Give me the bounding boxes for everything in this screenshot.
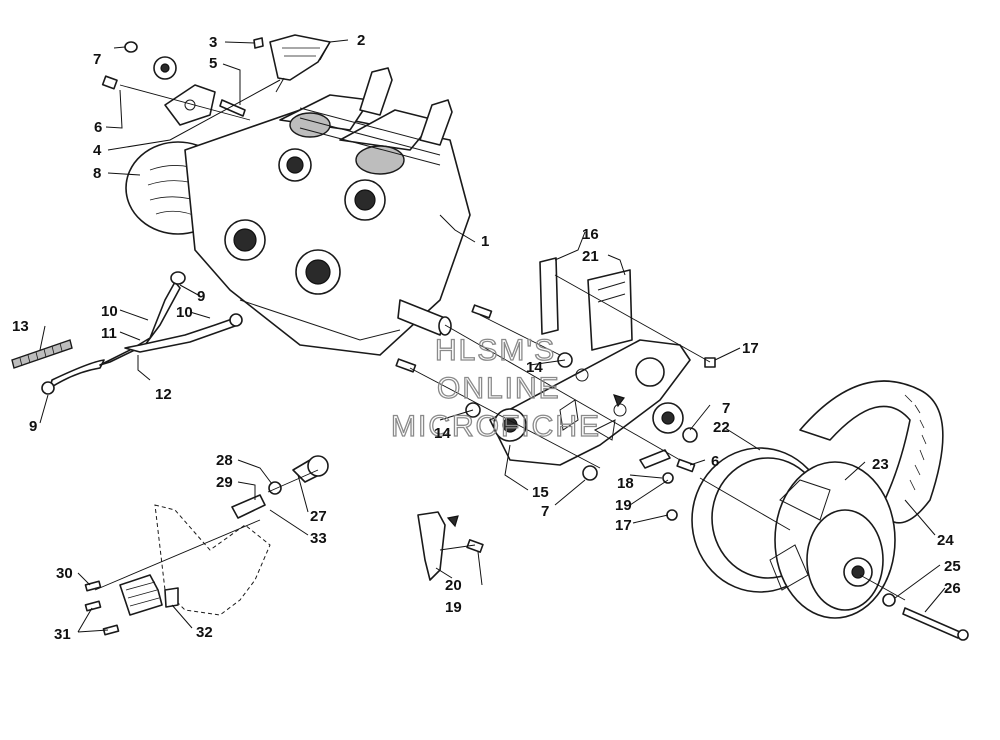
callout-7-right: 7 (722, 400, 730, 417)
callout-19-bottom: 19 (445, 599, 462, 616)
bushing-right[interactable] (652, 402, 684, 434)
callout-8: 8 (93, 165, 101, 182)
callout-16: 16 (582, 226, 599, 243)
regulator-part-32[interactable] (119, 574, 179, 616)
callout-33: 33 (310, 530, 327, 547)
rubber-mount-27[interactable] (292, 455, 329, 483)
callout-11: 11 (101, 325, 117, 342)
callout-21: 21 (582, 248, 599, 265)
callout-10-right: 10 (176, 304, 193, 321)
bracket-part-4[interactable] (164, 84, 216, 126)
screws-30-31[interactable] (84, 580, 120, 636)
callout-6-top: 6 (94, 119, 102, 136)
callout-26: 26 (944, 580, 961, 597)
callout-32: 32 (196, 624, 213, 641)
engine-block[interactable] (125, 94, 471, 356)
bolts-mount[interactable] (395, 304, 716, 521)
callout-1: 1 (481, 233, 489, 250)
callout-7-top: 7 (93, 51, 101, 68)
bushing-left[interactable] (493, 408, 527, 442)
callout-24: 24 (937, 532, 954, 549)
leader-lines (39, 39, 946, 633)
callout-12: 12 (155, 386, 172, 403)
callout-7-bottom: 7 (541, 503, 549, 520)
callout-5: 5 (209, 55, 217, 72)
sleeve-part-29[interactable] (231, 494, 266, 519)
callout-25: 25 (944, 558, 961, 575)
clutch-part-23[interactable] (769, 461, 896, 619)
bracket-part-20[interactable] (417, 511, 484, 581)
callout-2: 2 (357, 32, 365, 49)
watermark: HLSM'S ONLINE MICROFICHE (390, 333, 601, 443)
gear-part-7-top[interactable] (153, 56, 177, 80)
callout-18: 18 (617, 475, 634, 492)
callout-22: 22 (713, 419, 730, 436)
bolt-6-top[interactable] (101, 75, 118, 90)
guard-part-21[interactable] (587, 269, 633, 351)
callout-17-right: 17 (742, 340, 759, 357)
arrow-markers (446, 394, 625, 528)
bolt-part-26[interactable] (902, 607, 969, 641)
watermark-line2: ONLINE (437, 372, 561, 405)
spacer-part-28[interactable] (268, 481, 282, 495)
washer-part-25[interactable] (882, 593, 896, 607)
callout-3: 3 (209, 34, 217, 51)
callout-9-lower: 9 (29, 418, 37, 435)
assembly-axes (94, 84, 906, 601)
callout-9-upper: 9 (197, 288, 205, 305)
mount-plate-15[interactable] (489, 339, 691, 466)
watermark-line1: HLSM'S (435, 334, 556, 367)
callout-14-upper: 14 (526, 359, 543, 376)
bracket-part-16[interactable] (539, 257, 559, 335)
bolt-5[interactable] (219, 99, 246, 117)
callout-14-lower: 14 (434, 425, 451, 442)
watermark-line3: MICROFICHE (391, 410, 601, 443)
callout-23: 23 (872, 456, 889, 473)
callout-28: 28 (216, 452, 233, 469)
spark-plug-caps[interactable] (359, 67, 453, 146)
callout-29: 29 (216, 474, 233, 491)
nut-7-top[interactable] (124, 41, 138, 53)
callout-27: 27 (310, 508, 327, 525)
callout-19-right: 19 (615, 497, 632, 514)
callout-4: 4 (93, 142, 102, 159)
callout-13: 13 (12, 318, 29, 335)
callout-30: 30 (56, 565, 73, 582)
callout-10-left: 10 (101, 303, 118, 320)
callout-6-right: 6 (711, 453, 719, 470)
callout-31: 31 (54, 626, 71, 643)
spring-part-13[interactable] (11, 339, 73, 369)
drive-belt-24[interactable] (799, 380, 944, 524)
fuel-line-left[interactable] (41, 271, 243, 395)
callout-15: 15 (532, 484, 549, 501)
callout-labels: 1 2 3 4 5 6 6 7 7 7 8 9 9 10 10 11 12 13… (12, 32, 961, 643)
handle-part-2[interactable] (269, 34, 331, 93)
callout-20: 20 (445, 577, 462, 594)
part-3[interactable] (253, 37, 264, 49)
callout-17-bottom: 17 (615, 517, 632, 534)
